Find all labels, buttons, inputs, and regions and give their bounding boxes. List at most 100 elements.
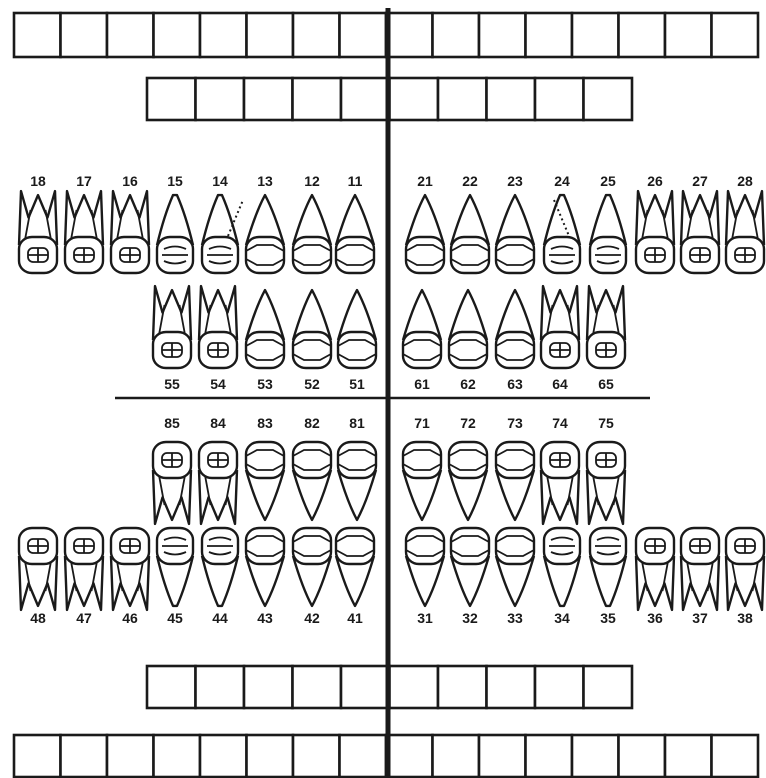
upper-permanent-tooth-12[interactable] xyxy=(293,195,331,273)
record-box[interactable] xyxy=(200,735,247,777)
lower-permanent-tooth-33[interactable] xyxy=(496,528,534,606)
lower-permanent-tooth-41[interactable] xyxy=(336,528,374,606)
record-box[interactable] xyxy=(200,13,247,57)
record-box[interactable] xyxy=(107,13,154,57)
lower-permanent-tooth-47[interactable] xyxy=(65,528,103,610)
record-box[interactable] xyxy=(244,666,293,708)
upper-primary-tooth-64[interactable] xyxy=(541,286,579,368)
record-box[interactable] xyxy=(572,735,619,777)
record-box[interactable] xyxy=(535,78,584,120)
record-box[interactable] xyxy=(247,13,294,57)
upper-permanent-tooth-15[interactable] xyxy=(157,195,193,273)
record-box[interactable] xyxy=(390,78,439,120)
record-box[interactable] xyxy=(107,735,154,777)
record-box[interactable] xyxy=(340,735,387,777)
lower-permanent-tooth-37[interactable] xyxy=(681,528,719,610)
record-box[interactable] xyxy=(61,735,108,777)
record-box[interactable] xyxy=(293,735,340,777)
record-box[interactable] xyxy=(293,78,342,120)
record-box[interactable] xyxy=(154,13,201,57)
upper-permanent-tooth-16[interactable] xyxy=(111,191,149,273)
upper-primary-tooth-61[interactable] xyxy=(403,290,441,368)
record-box[interactable] xyxy=(665,13,712,57)
record-box[interactable] xyxy=(61,13,108,57)
upper-permanent-tooth-25[interactable] xyxy=(590,195,626,273)
lower-primary-tooth-75[interactable] xyxy=(587,442,625,524)
record-box[interactable] xyxy=(341,666,390,708)
record-box[interactable] xyxy=(584,78,633,120)
upper-permanent-tooth-22[interactable] xyxy=(451,195,489,273)
lower-permanent-tooth-35[interactable] xyxy=(590,528,626,606)
record-box[interactable] xyxy=(390,666,439,708)
record-box[interactable] xyxy=(479,735,526,777)
record-box[interactable] xyxy=(340,13,387,57)
record-box[interactable] xyxy=(526,13,573,57)
lower-permanent-tooth-45[interactable] xyxy=(157,528,193,606)
upper-permanent-tooth-13[interactable] xyxy=(246,195,284,273)
record-box[interactable] xyxy=(712,735,759,777)
lower-permanent-tooth-32[interactable] xyxy=(451,528,489,606)
lower-permanent-tooth-44[interactable] xyxy=(202,528,238,606)
upper-permanent-tooth-23[interactable] xyxy=(496,195,534,273)
record-box[interactable] xyxy=(341,78,390,120)
record-box[interactable] xyxy=(665,735,712,777)
record-box[interactable] xyxy=(386,13,433,57)
upper-permanent-tooth-26[interactable] xyxy=(636,191,674,273)
record-box[interactable] xyxy=(196,78,245,120)
upper-primary-tooth-53[interactable] xyxy=(246,290,284,368)
upper-permanent-tooth-21[interactable] xyxy=(406,195,444,273)
lower-primary-tooth-83[interactable] xyxy=(246,442,284,520)
upper-permanent-tooth-11[interactable] xyxy=(336,195,374,273)
upper-primary-tooth-52[interactable] xyxy=(293,290,331,368)
lower-permanent-tooth-38[interactable] xyxy=(726,528,764,610)
record-box[interactable] xyxy=(712,13,759,57)
upper-permanent-tooth-18[interactable] xyxy=(19,191,57,273)
record-box[interactable] xyxy=(147,666,196,708)
record-box[interactable] xyxy=(14,735,61,777)
record-box[interactable] xyxy=(572,13,619,57)
record-box[interactable] xyxy=(14,13,61,57)
record-box[interactable] xyxy=(293,666,342,708)
record-box[interactable] xyxy=(479,13,526,57)
lower-primary-tooth-72[interactable] xyxy=(449,442,487,520)
upper-primary-tooth-65[interactable] xyxy=(587,286,625,368)
lower-primary-tooth-73[interactable] xyxy=(496,442,534,520)
lower-permanent-tooth-31[interactable] xyxy=(406,528,444,606)
lower-primary-tooth-74[interactable] xyxy=(541,442,579,524)
record-box[interactable] xyxy=(154,735,201,777)
record-box[interactable] xyxy=(619,735,666,777)
lower-permanent-tooth-46[interactable] xyxy=(111,528,149,610)
lower-primary-tooth-71[interactable] xyxy=(403,442,441,520)
lower-primary-tooth-85[interactable] xyxy=(153,442,191,524)
record-box[interactable] xyxy=(438,78,487,120)
upper-permanent-tooth-14[interactable] xyxy=(202,195,238,273)
upper-primary-tooth-54[interactable] xyxy=(199,286,237,368)
record-box[interactable] xyxy=(433,735,480,777)
upper-permanent-tooth-28[interactable] xyxy=(726,191,764,273)
lower-permanent-tooth-48[interactable] xyxy=(19,528,57,610)
upper-primary-tooth-62[interactable] xyxy=(449,290,487,368)
record-box[interactable] xyxy=(386,735,433,777)
lower-primary-tooth-82[interactable] xyxy=(293,442,331,520)
record-box[interactable] xyxy=(147,78,196,120)
record-box[interactable] xyxy=(619,13,666,57)
lower-primary-tooth-81[interactable] xyxy=(338,442,376,520)
upper-primary-tooth-51[interactable] xyxy=(338,290,376,368)
lower-permanent-tooth-36[interactable] xyxy=(636,528,674,610)
lower-permanent-tooth-43[interactable] xyxy=(246,528,284,606)
record-box[interactable] xyxy=(526,735,573,777)
upper-permanent-tooth-17[interactable] xyxy=(65,191,103,273)
record-box[interactable] xyxy=(584,666,633,708)
record-box[interactable] xyxy=(487,78,536,120)
record-box[interactable] xyxy=(438,666,487,708)
lower-primary-tooth-84[interactable] xyxy=(199,442,237,524)
record-box[interactable] xyxy=(244,78,293,120)
upper-permanent-tooth-24[interactable] xyxy=(544,195,580,273)
record-box[interactable] xyxy=(196,666,245,708)
record-box[interactable] xyxy=(433,13,480,57)
record-box[interactable] xyxy=(535,666,584,708)
record-box[interactable] xyxy=(293,13,340,57)
upper-primary-tooth-55[interactable] xyxy=(153,286,191,368)
upper-primary-tooth-63[interactable] xyxy=(496,290,534,368)
lower-permanent-tooth-42[interactable] xyxy=(293,528,331,606)
